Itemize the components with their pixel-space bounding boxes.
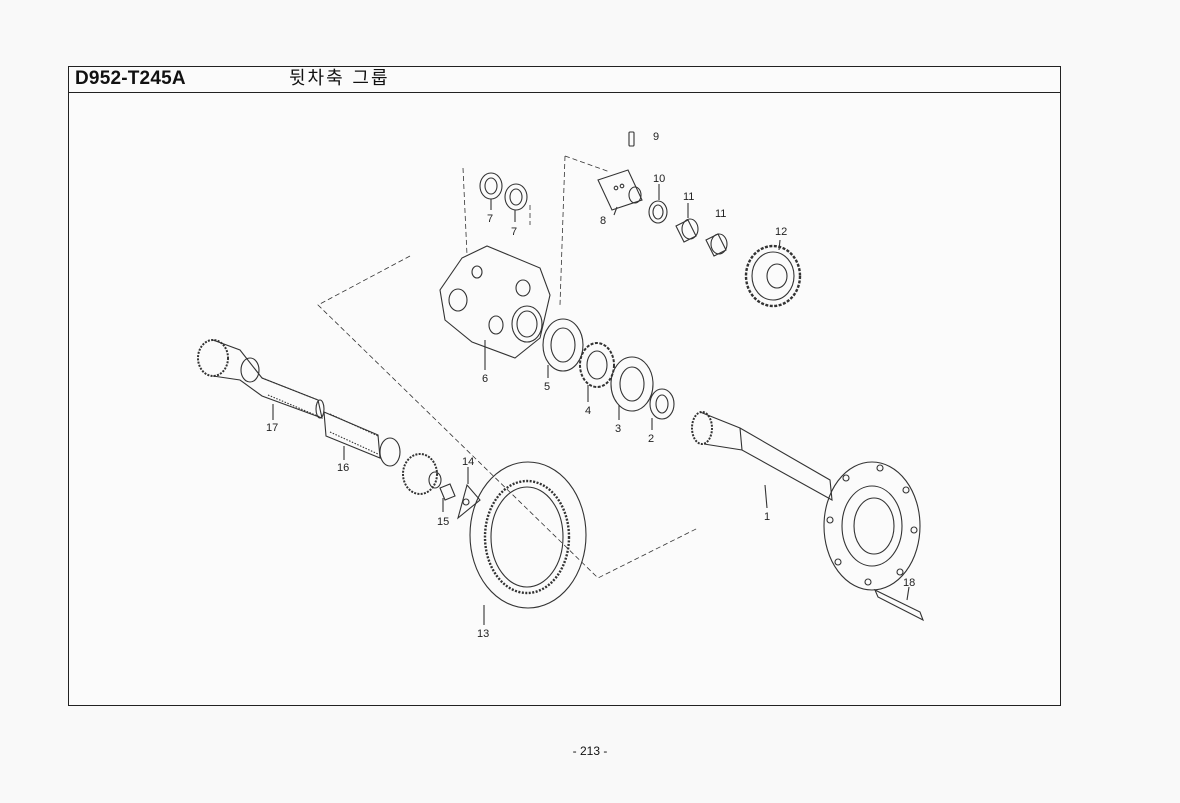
- part-1-axle-shaft: [691, 411, 921, 591]
- part-6-planet-carrier: [439, 245, 551, 370]
- part-3-bearing: [610, 356, 654, 420]
- callout-labels: 1 2 3 4 5 6 7 7 8 9 10 11 11 12 13 14 15…: [266, 131, 915, 640]
- part-4-lock-nut: [579, 342, 615, 402]
- part-5-bearing: [542, 318, 584, 378]
- callout-4: 4: [585, 405, 591, 417]
- part-11-needle-bearing-a: [675, 203, 699, 243]
- callout-17: 17: [266, 422, 278, 434]
- callout-10: 10: [653, 173, 665, 185]
- callout-8: 8: [600, 215, 606, 227]
- part-code: D952-T245A: [75, 68, 186, 89]
- part-9-pin: [628, 131, 635, 147]
- callout-11a: 11: [683, 191, 694, 203]
- callout-12: 12: [775, 226, 787, 238]
- part-8-shaft: [597, 169, 643, 216]
- assembly-guide-lines: [317, 155, 699, 579]
- callout-9: 9: [653, 131, 659, 143]
- part-15-bolt: [439, 483, 456, 512]
- callout-16: 16: [337, 462, 349, 474]
- callout-13: 13: [477, 628, 489, 640]
- group-title: 뒷차축 그룹: [289, 68, 390, 89]
- callout-5: 5: [544, 381, 550, 393]
- part-11-needle-bearing-b: [705, 233, 728, 257]
- part-17-splined-shaft: [197, 339, 325, 420]
- callout-6: 6: [482, 373, 488, 385]
- part-18-stud: [873, 586, 925, 622]
- callout-18: 18: [903, 577, 915, 589]
- part-13-ring-gear: [469, 461, 587, 625]
- callout-15: 15: [437, 516, 449, 528]
- part-7-washer-b: [504, 183, 528, 222]
- part-12-planet-gear: [744, 239, 802, 308]
- callout-7b: 7: [511, 226, 517, 238]
- part-7-washer-a: [479, 172, 503, 210]
- part-10-ring: [648, 184, 668, 224]
- part-2-seal: [649, 388, 675, 430]
- page-number: - 213 -: [572, 744, 608, 758]
- header-bar: D952-T245A 뒷차축 그룹: [69, 67, 1060, 93]
- callout-3: 3: [615, 423, 621, 435]
- callout-2: 2: [648, 433, 654, 445]
- callout-14: 14: [462, 456, 474, 468]
- callout-11b: 11: [715, 208, 726, 220]
- callout-7a: 7: [487, 213, 493, 225]
- part-16-sun-shaft: [323, 411, 442, 495]
- callout-1: 1: [764, 511, 770, 523]
- part-14-plate: [457, 467, 481, 520]
